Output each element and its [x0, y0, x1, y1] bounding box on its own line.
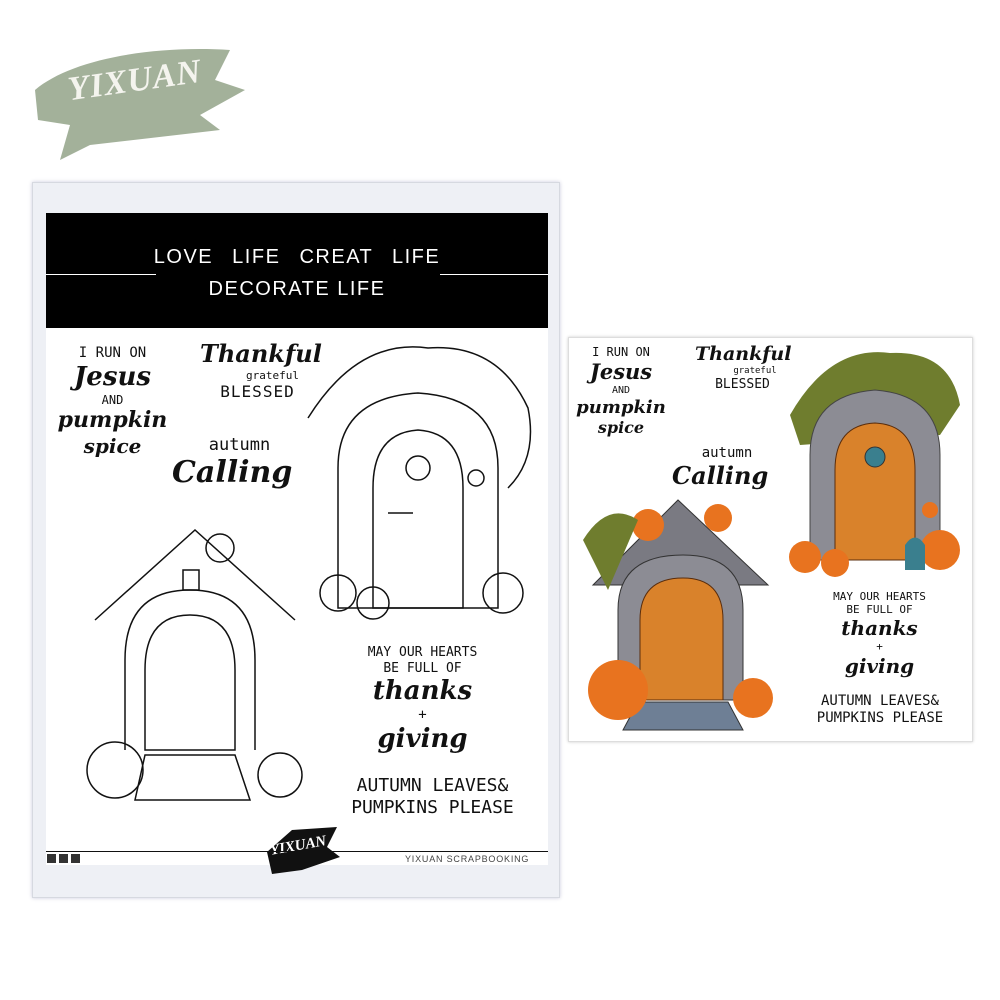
footer-rule	[46, 851, 548, 852]
card-stamp-autumn-calling: autumn Calling	[672, 445, 769, 491]
package-banner: LOVE LIFE CREAT LIFE DECORATE LIFE	[46, 213, 548, 328]
stamp-autumn-leaves: AUTUMN LEAVES& PUMPKINS PLEASE	[335, 775, 530, 818]
stamp-text: Calling	[672, 460, 769, 490]
colored-door-illustration	[789, 352, 960, 577]
stamp-text: BLESSED	[715, 376, 770, 392]
stamp-text: giving	[844, 653, 915, 678]
stamp-text: spice	[83, 433, 142, 458]
stamp-text: MAY OUR HEARTS	[367, 645, 478, 660]
stamp-text: +	[876, 640, 883, 654]
outline-door-stamp	[307, 346, 532, 620]
stamp-text: thanks	[372, 676, 473, 707]
banner-rule-left	[46, 274, 156, 275]
stamp-text: I RUN ON	[78, 345, 147, 361]
stamp-hearts-thanks: MAY OUR HEARTS BE FULL OF thanks + givin…	[340, 645, 505, 755]
footer-brand-text: YIXUAN SCRAPBOOKING	[405, 854, 530, 864]
stamp-text: pumpkin	[576, 396, 666, 418]
banner-line-2: DECORATE LIFE	[208, 278, 386, 300]
card-stamp-jesus-pumpkin: I RUN ON Jesus AND pumpkin spice	[576, 345, 666, 437]
stamp-text: autumn	[701, 445, 753, 461]
stamp-text: I RUN ON	[592, 345, 650, 359]
footer-square	[47, 854, 56, 863]
banner-line-1: LOVE LIFE CREAT LIFE	[153, 246, 441, 268]
stamp-text: AUTUMN LEAVES&	[356, 775, 509, 796]
stamp-text: Thankful	[200, 339, 322, 368]
colored-cottage-illustration	[583, 499, 773, 731]
stamp-text: AUTUMN LEAVES&	[820, 693, 939, 709]
stamp-text: grateful	[733, 365, 777, 376]
card-stamp-hearts-thanks: MAY OUR HEARTS BE FULL OF thanks + givin…	[812, 590, 947, 678]
stamp-text: BE FULL OF	[383, 660, 462, 676]
stamp-text: +	[418, 707, 427, 724]
stamp-text: grateful	[246, 368, 299, 382]
stamp-text: Jesus	[73, 361, 152, 392]
stamp-text: Thankful	[695, 343, 792, 365]
stamp-text: thanks	[841, 616, 918, 641]
stamp-text: AND	[101, 392, 124, 407]
stamp-thankful: Thankful grateful BLESSED	[200, 339, 322, 401]
footer-square	[59, 854, 68, 863]
card-stamp-thankful: Thankful grateful BLESSED	[695, 343, 792, 392]
stamp-text: PUMPKINS PLEASE	[351, 796, 514, 818]
stamp-text: giving	[377, 724, 468, 755]
stamp-text: PUMPKINS PLEASE	[816, 709, 944, 726]
stamp-text: BE FULL OF	[846, 603, 913, 617]
outline-cottage-stamp	[86, 528, 303, 801]
brand-logo	[35, 49, 245, 160]
stamp-jesus-pumpkin: I RUN ON Jesus AND pumpkin spice	[55, 345, 170, 458]
stamp-text: autumn	[208, 435, 271, 455]
footer-logo: YIXUAN	[262, 822, 342, 877]
card-stamp-autumn-leaves: AUTUMN LEAVES& PUMPKINS PLEASE	[805, 693, 955, 727]
stamp-text: Calling	[172, 455, 293, 491]
stamp-text: Jesus	[589, 359, 653, 385]
stamp-text: spice	[597, 418, 645, 438]
footer-square	[71, 854, 80, 863]
stamp-text: pumpkin	[57, 407, 168, 434]
stamp-autumn-calling: autumn Calling	[172, 435, 293, 491]
banner-rule-right	[440, 274, 548, 275]
stamp-text: AND	[611, 384, 631, 396]
stamp-text: BLESSED	[220, 381, 295, 401]
stamp-text: MAY OUR HEARTS	[833, 590, 926, 603]
